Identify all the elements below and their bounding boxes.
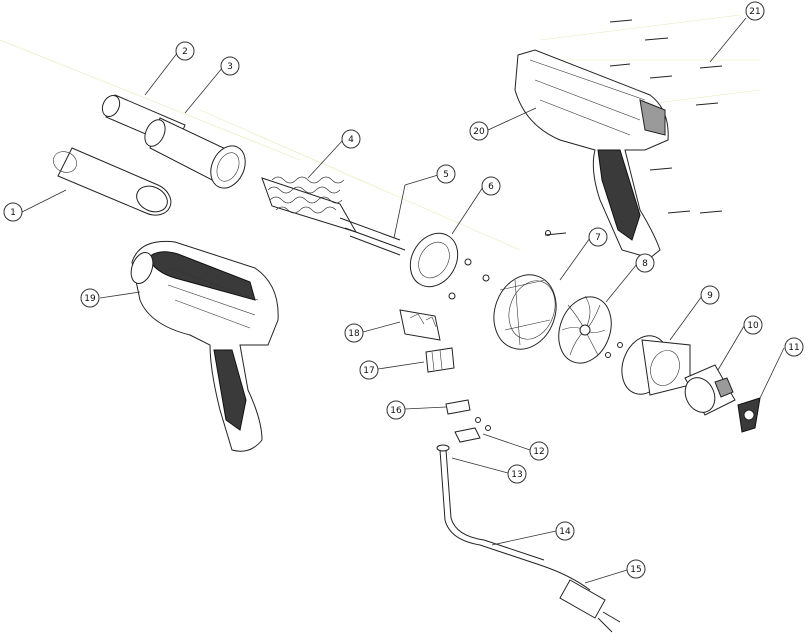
callout-label: 11 [788, 343, 799, 353]
callout-label: 21 [749, 7, 760, 17]
callout-label: 20 [473, 127, 485, 137]
callout-label: 18 [348, 329, 360, 339]
callout-label: 2 [182, 47, 188, 57]
fan-housing-part [493, 274, 557, 350]
power-plug-part [559, 579, 621, 633]
callout-label: 8 [642, 259, 648, 269]
callout-label: 6 [488, 182, 494, 192]
screws-part [448, 230, 623, 358]
pins-part [339, 217, 406, 256]
callout-10: 10 [743, 315, 763, 335]
callout-label: 10 [747, 321, 759, 331]
end-plate-part [737, 397, 761, 433]
callout-11: 11 [784, 337, 804, 357]
callout-12: 12 [529, 441, 549, 461]
cord-clamp-part [454, 417, 491, 443]
callout-14: 14 [555, 521, 575, 541]
callout-6: 6 [481, 176, 501, 196]
callout-9: 9 [700, 285, 720, 305]
ring-gasket-part [409, 232, 459, 288]
callout-label: 5 [443, 170, 449, 180]
selector-switch-part [399, 309, 441, 341]
callout-16: 16 [386, 400, 406, 420]
motor-bracket-part [621, 335, 691, 396]
callout-5: 5 [436, 164, 456, 184]
callout-13: 13 [507, 464, 527, 484]
callout-19: 19 [80, 288, 100, 308]
switch-cap-part [445, 399, 471, 415]
housing-right-part [514, 49, 669, 259]
impeller-part [558, 295, 612, 364]
callout-7: 7 [588, 227, 608, 247]
callout-label: 7 [595, 233, 601, 243]
callout-label: 16 [390, 406, 402, 416]
callout-label: 4 [348, 135, 354, 145]
callout-label: 15 [630, 565, 641, 575]
leader-lines [21, 17, 785, 584]
callout-3: 3 [220, 56, 240, 76]
housing-left-part [130, 240, 279, 452]
motor-part [684, 364, 736, 416]
callout-17: 17 [359, 360, 379, 380]
callout-20: 20 [469, 121, 489, 141]
callout-label: 12 [533, 447, 544, 457]
power-cord-part [436, 444, 591, 591]
callout-1: 1 [3, 202, 23, 222]
callout-4: 4 [341, 129, 361, 149]
callout-2: 2 [175, 41, 195, 61]
callout-label: 13 [511, 470, 522, 480]
callout-8: 8 [635, 253, 655, 273]
switch-part [425, 347, 455, 373]
callout-label: 9 [707, 291, 713, 301]
callout-label: 14 [559, 527, 571, 537]
callout-15: 15 [626, 559, 646, 579]
callout-label: 3 [227, 62, 233, 72]
outer-tube-part [53, 147, 172, 216]
callout-label: 19 [84, 294, 96, 304]
callout-21: 21 [745, 1, 765, 21]
flanged-tube-part [144, 117, 246, 189]
callout-label: 1 [10, 208, 16, 218]
callout-18: 18 [344, 323, 364, 343]
housing-screws-part [544, 19, 723, 236]
callout-label: 17 [363, 366, 374, 376]
heating-element-part [261, 176, 358, 233]
